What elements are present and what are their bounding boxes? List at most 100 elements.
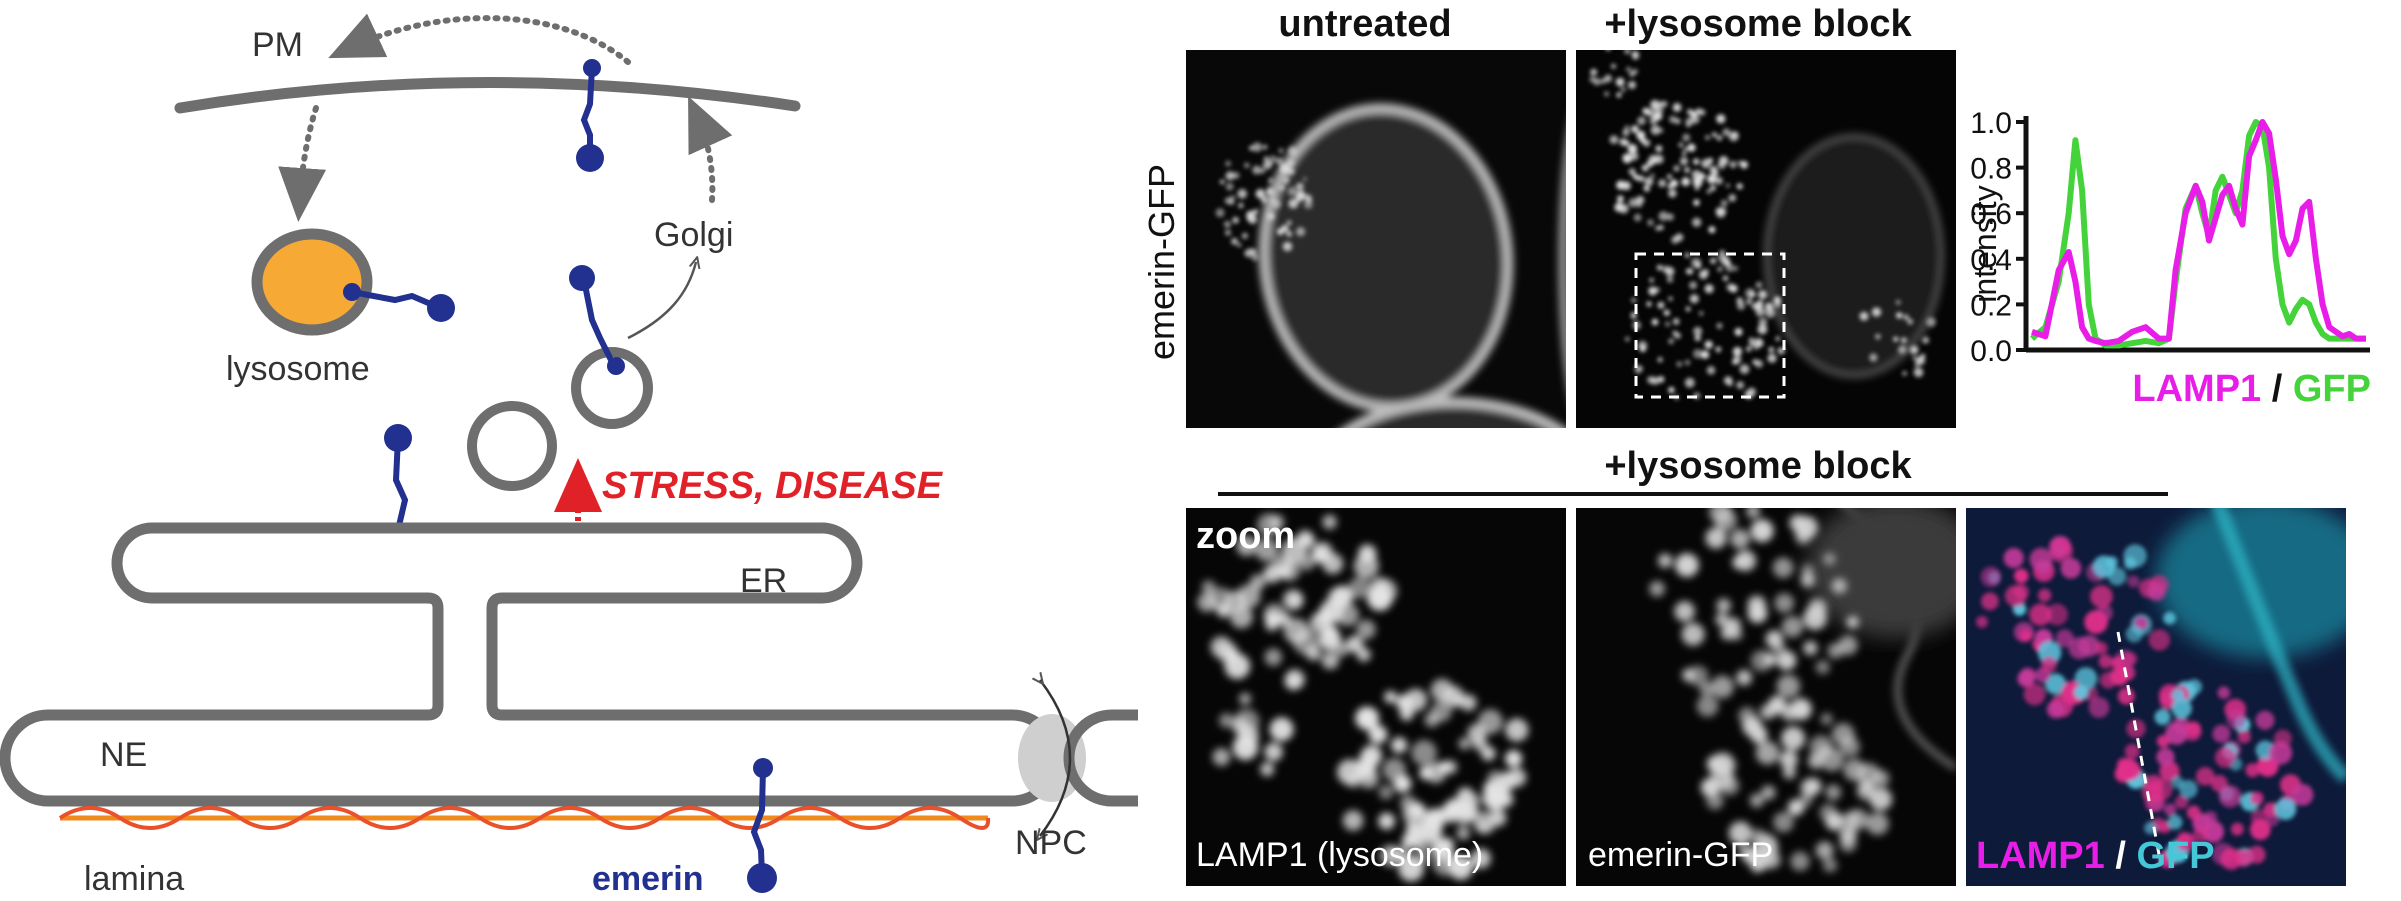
- punctum: [1261, 196, 1269, 204]
- punctum: [1671, 236, 1679, 244]
- punctum: [1232, 216, 1239, 224]
- punctum: [2174, 795, 2189, 809]
- punctum: [1815, 841, 1834, 860]
- punctum: [1687, 143, 1696, 152]
- punctum: [2124, 743, 2140, 759]
- punctum: [1750, 860, 1764, 873]
- ne-label: NE: [100, 736, 147, 774]
- punctum: [1765, 630, 1783, 648]
- punctum: [1614, 203, 1624, 212]
- punctum: [1346, 635, 1364, 653]
- punctum: [1681, 151, 1687, 156]
- punctum: [1685, 306, 1691, 312]
- punctum: [1284, 671, 1303, 691]
- punctum: [1692, 177, 1703, 187]
- punctum: [1920, 353, 1926, 359]
- punctum: [1747, 595, 1766, 614]
- punctum: [1644, 177, 1654, 186]
- punctum: [1280, 166, 1286, 173]
- punctum: [1627, 144, 1638, 154]
- punctum: [1656, 264, 1663, 271]
- punctum: [1666, 174, 1673, 180]
- punctum: [1922, 336, 1930, 344]
- punctum: [1396, 846, 1412, 862]
- punctum: [1717, 266, 1723, 272]
- punctum: [1676, 361, 1683, 367]
- punctum: [1638, 175, 1645, 182]
- punctum: [1696, 695, 1719, 717]
- punctum: [2156, 734, 2170, 748]
- punctum: [1693, 158, 1700, 165]
- punctum: [1624, 50, 1631, 55]
- punctum: [1716, 134, 1723, 141]
- punctum: [1604, 74, 1612, 83]
- punctum: [1752, 359, 1758, 365]
- punctum: [1831, 578, 1847, 594]
- plasma-membrane: [174, 76, 801, 114]
- punctum: [1732, 358, 1739, 365]
- punctum: [1746, 508, 1761, 519]
- npc-label: NPC: [1015, 824, 1087, 862]
- punctum: [1749, 291, 1756, 298]
- punctum: [1674, 106, 1679, 111]
- punctum: [1269, 717, 1294, 742]
- zoom-row-header: +lysosome block: [1604, 445, 1912, 487]
- punctum: [2212, 724, 2231, 743]
- punctum: [2014, 568, 2029, 584]
- punctum: [1616, 195, 1624, 203]
- punctum: [1750, 519, 1774, 543]
- punctum: [1775, 336, 1781, 342]
- punctum: [1869, 787, 1893, 811]
- punctum: [1625, 336, 1630, 342]
- punctum: [2051, 544, 2066, 560]
- stress-label: STRESS, DISEASE: [602, 465, 944, 507]
- punctum: [1840, 736, 1860, 757]
- punctum: [1606, 50, 1611, 51]
- punctum: [1505, 718, 1529, 742]
- punctum: [2226, 709, 2247, 730]
- legend-sep: /: [2261, 368, 2293, 410]
- punctum: [1732, 555, 1746, 570]
- punctum: [1348, 577, 1370, 599]
- chart-legend: LAMP1 / GFP: [2132, 368, 2371, 410]
- micrograph-untreated: [1186, 50, 1566, 428]
- panel-label-gfp: emerin-GFP: [1588, 836, 1773, 874]
- punctum: [1373, 578, 1398, 604]
- punctum: [1288, 198, 1299, 209]
- punctum: [2029, 547, 2053, 571]
- punctum: [1301, 533, 1316, 548]
- punctum: [2250, 791, 2264, 806]
- punctum: [1646, 160, 1654, 168]
- punctum: [1643, 185, 1650, 192]
- emerin-protein-vesicle: [569, 265, 625, 375]
- punctum: [1706, 366, 1716, 375]
- punctum: [1299, 554, 1315, 571]
- micrograph-zoom-merge: LAMP1 / GFP: [1966, 508, 2346, 886]
- legend-gfp: GFP: [2293, 368, 2371, 410]
- punctum: [1421, 810, 1439, 829]
- chart-ytick-label: 0.6: [1970, 198, 2012, 231]
- punctum: [1212, 748, 1231, 766]
- punctum: [1616, 92, 1622, 98]
- punctum: [1749, 793, 1764, 808]
- punctum: [1358, 768, 1379, 789]
- punctum: [1626, 67, 1631, 72]
- punctum: [1903, 314, 1909, 320]
- punctum: [1672, 318, 1680, 325]
- emerin-protein-ne: [747, 758, 777, 893]
- punctum: [1781, 616, 1804, 638]
- punctum: [1304, 200, 1313, 209]
- punctum: [1723, 376, 1733, 385]
- punctum: [1272, 199, 1281, 209]
- punctum: [1615, 77, 1625, 87]
- punctum: [2045, 673, 2067, 695]
- punctum: [1700, 350, 1710, 359]
- punctum: [1895, 299, 1901, 305]
- punctum: [2060, 558, 2082, 579]
- punctum: [1276, 157, 1284, 165]
- vesicle-small: [467, 401, 557, 491]
- punctum: [1686, 108, 1693, 115]
- punctum: [1489, 809, 1507, 827]
- punctum: [1730, 627, 1743, 641]
- lysosome-label: lysosome: [226, 350, 370, 388]
